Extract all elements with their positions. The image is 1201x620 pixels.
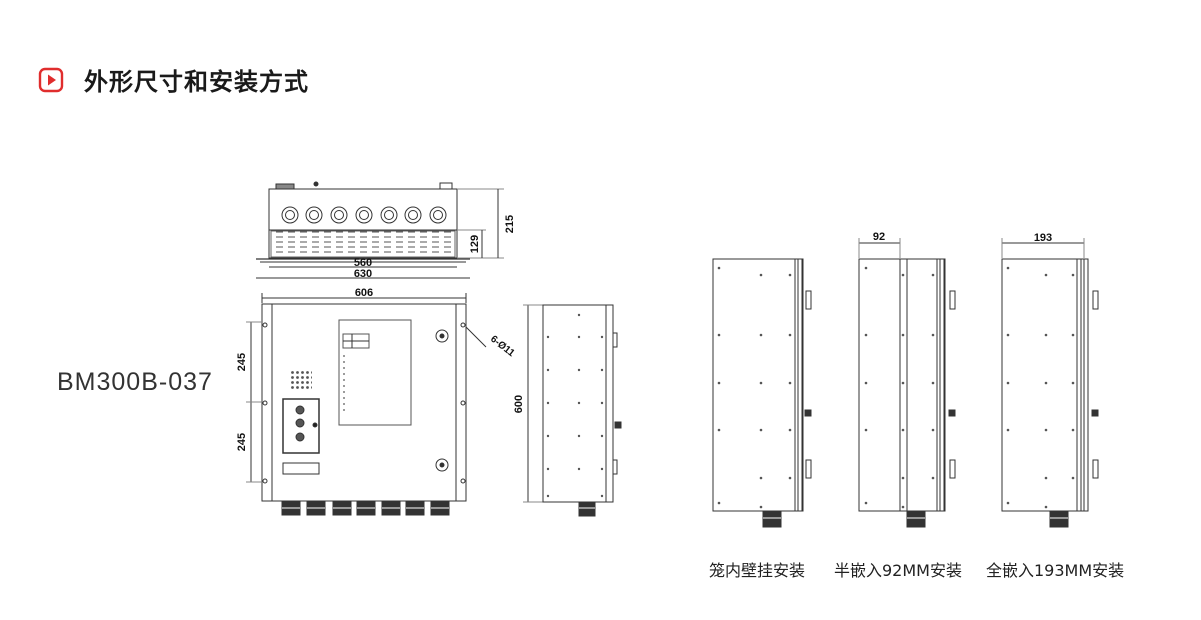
install-view-cage — [712, 258, 812, 528]
caption-semi: 半嵌入92MM安装 — [834, 561, 962, 580]
dim-mount-hole: 6-Ø11 — [488, 334, 517, 360]
dim-side-height: 600 — [513, 395, 525, 413]
dim-front-width: 606 — [355, 287, 373, 299]
install-view-semi — [858, 238, 956, 528]
side-view — [523, 304, 622, 517]
dim-front-spacing-upper: 245 — [236, 353, 248, 371]
dim-top-height-inner: 129 — [469, 235, 481, 253]
play-icon — [38, 67, 64, 92]
dim-top-width-inner: 560 — [354, 257, 372, 269]
dim-top-height-outer: 215 — [504, 215, 516, 233]
caption-full: 全嵌入193MM安装 — [986, 561, 1125, 580]
caption-cage: 笼内壁挂安装 — [709, 561, 806, 580]
dim-full-depth: 193 — [1034, 232, 1052, 244]
install-view-full — [1001, 238, 1099, 528]
dim-front-spacing-lower: 245 — [236, 433, 248, 451]
dim-semi-depth: 92 — [873, 231, 885, 243]
dim-top-width-outer: 630 — [354, 268, 372, 280]
section-header: 外形尺寸和安装方式 — [38, 62, 309, 97]
front-view: 606 — [246, 287, 487, 516]
top-view — [256, 181, 504, 279]
page-title: 外形尺寸和安装方式 — [84, 68, 309, 96]
model-number: BM300B-037 — [57, 368, 213, 396]
